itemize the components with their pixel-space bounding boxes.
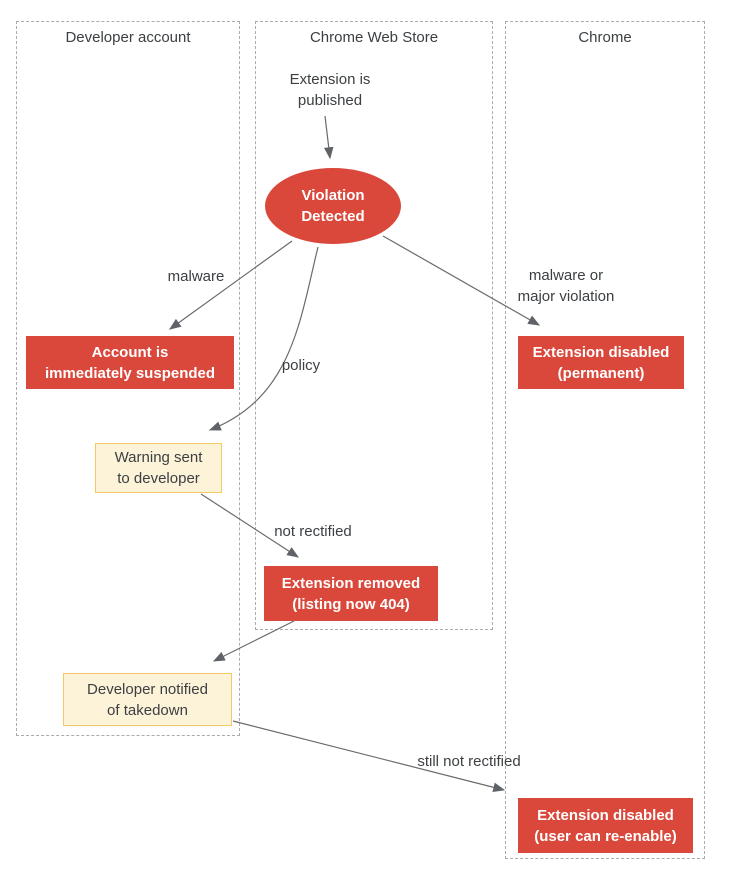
node-warning-sent-line1: Warning sent — [114, 449, 203, 466]
node-ext-disabled-permanent-line1: Extension disabled — [532, 343, 670, 361]
node-ext-disabled-reenable: Extension disabled (user can re-enable) — [518, 798, 693, 853]
edge-label-malware-or-major-violation-line1: malware or — [528, 267, 604, 284]
node-dev-notified-line2: of takedown — [107, 701, 188, 719]
node-account-suspended-line1: Account is — [91, 343, 169, 361]
node-account-suspended-line2: immediately suspended — [44, 364, 216, 382]
node-extension-published-line2: published — [297, 92, 363, 109]
node-violation-detected: Violation Detected — [265, 168, 401, 244]
node-ext-disabled-reenable-line2: (user can re-enable) — [534, 827, 677, 845]
node-extension-published-line1: Extension is — [289, 71, 371, 88]
node-violation-detected-line1: Violation — [301, 187, 365, 204]
node-dev-notified-line1: Developer notified — [87, 680, 208, 698]
node-account-suspended: Account is immediately suspended — [26, 336, 234, 389]
edge-label-not-rectified: not rectified — [274, 523, 352, 540]
lane-title-chrome: Chrome — [578, 29, 632, 46]
node-dev-notified: Developer notified of takedown — [63, 673, 232, 726]
node-warning-sent: Warning sent to developer — [95, 443, 222, 493]
node-violation-detected-line2: Detected — [301, 208, 365, 225]
edge-label-malware-or-major-violation-line2: major violation — [517, 288, 615, 305]
node-ext-disabled-reenable-line1: Extension disabled — [537, 806, 674, 824]
lane-title-chrome-web-store: Chrome Web Store — [309, 29, 439, 46]
node-extension-published: Extension is published — [270, 68, 390, 112]
edge-label-malware: malware — [167, 268, 225, 285]
node-ext-removed-line2: (listing now 404) — [292, 595, 410, 613]
edge-label-still-not-rectified: still not rectified — [417, 753, 521, 770]
node-warning-sent-line2: to developer — [117, 470, 200, 487]
lane-title-developer-account: Developer account — [65, 29, 191, 46]
edge-label-malware-or-major-violation: malware or major violation — [505, 265, 627, 307]
node-ext-removed-line1: Extension removed — [281, 574, 421, 592]
node-ext-disabled-permanent-line2: (permanent) — [557, 364, 645, 382]
node-ext-removed: Extension removed (listing now 404) — [264, 566, 438, 621]
edge-label-policy: policy — [281, 357, 321, 374]
node-ext-disabled-permanent: Extension disabled (permanent) — [518, 336, 684, 389]
lane-chrome: Chrome — [505, 21, 705, 859]
